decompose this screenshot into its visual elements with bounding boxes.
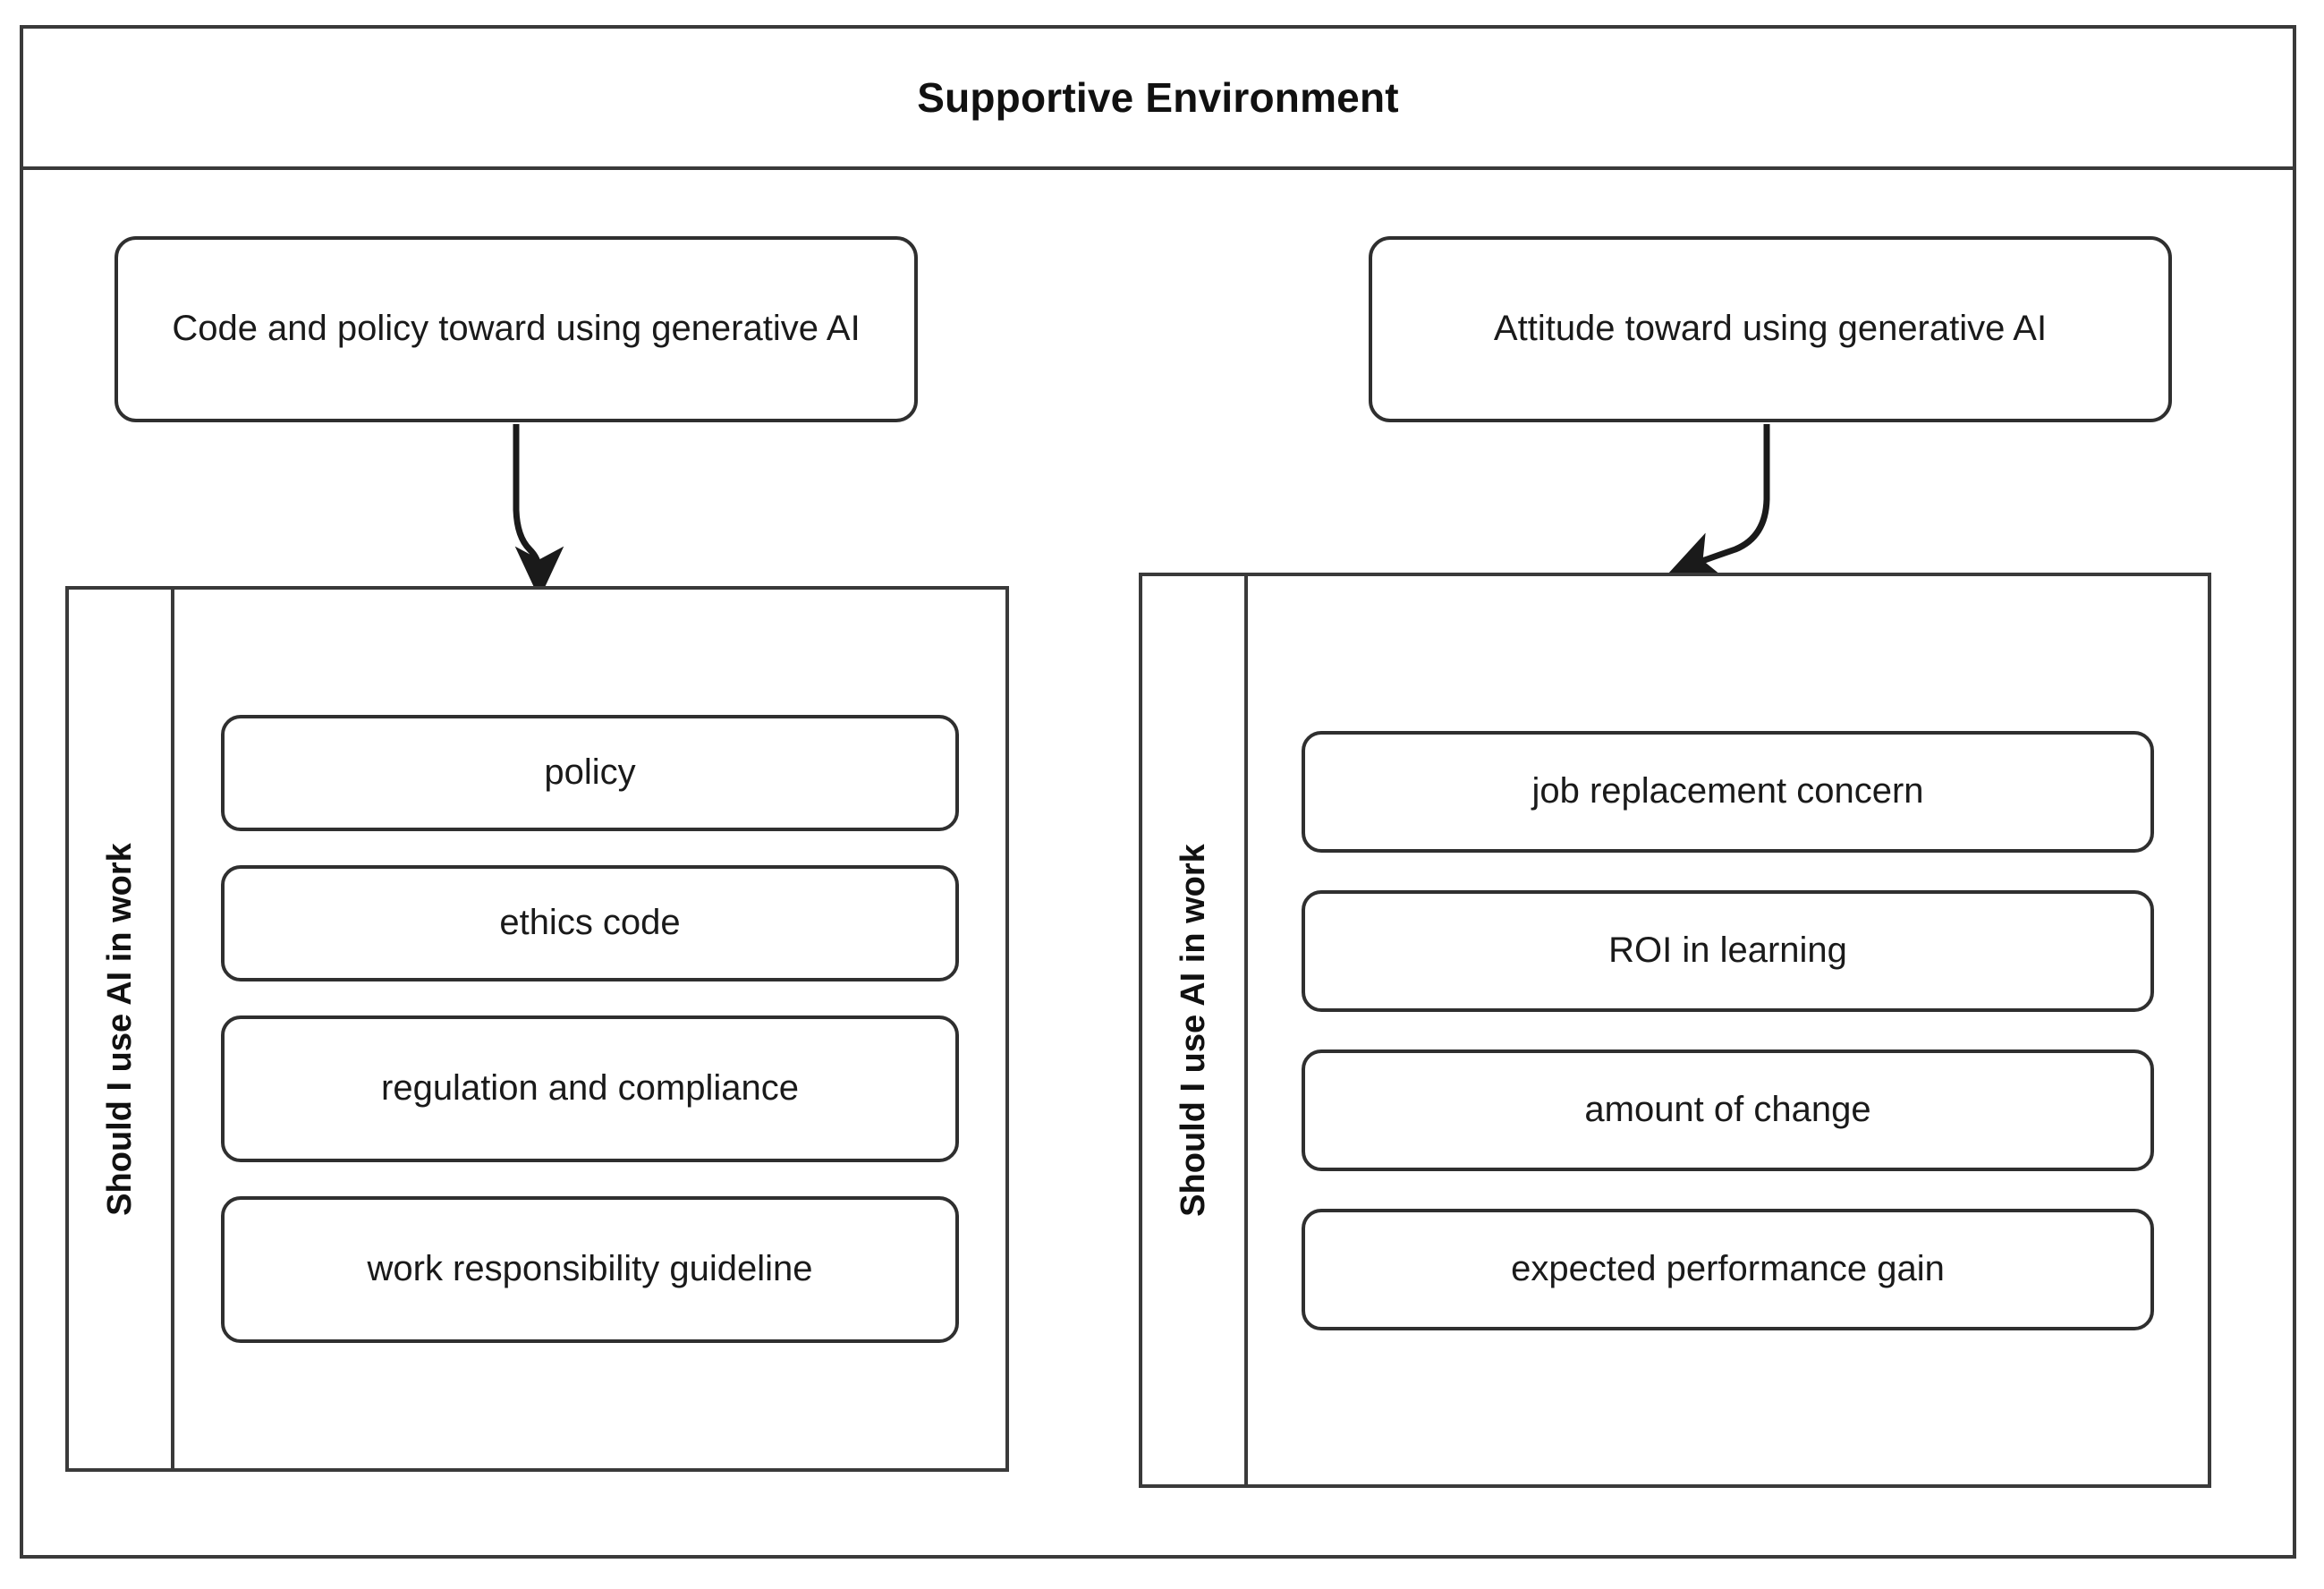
item-box-expected-performance-gain[interactable]: expected performance gain <box>1302 1208 2154 1330</box>
panel-items-right: job replacement concern ROI in learning … <box>1248 576 2208 1484</box>
item-box-roi-in-learning[interactable]: ROI in learning <box>1302 889 2154 1012</box>
concept-box-code-and-policy[interactable]: Code and policy toward using generative … <box>115 236 918 422</box>
group-panel-attitude: Should I use AI in work job replacement … <box>1139 573 2211 1488</box>
item-box-regulation-and-compliance[interactable]: regulation and compliance <box>221 1015 959 1162</box>
concept-box-attitude[interactable]: Attitude toward using generative AI <box>1369 236 2172 422</box>
panel-side-label-right: Should I use AI in work <box>1142 576 1248 1484</box>
vertical-label-should-i-use-ai-in-work-left: Should I use AI in work <box>100 842 139 1216</box>
vertical-label-should-i-use-ai-in-work-right: Should I use AI in work <box>1174 844 1212 1217</box>
panel-items-left: policy ethics code regulation and compli… <box>174 590 1005 1468</box>
item-box-job-replacement-concern[interactable]: job replacement concern <box>1302 730 2154 853</box>
item-box-work-responsibility-guideline[interactable]: work responsibility guideline <box>221 1196 959 1343</box>
item-box-ethics-code[interactable]: ethics code <box>221 865 959 981</box>
panel-side-label-left: Should I use AI in work <box>69 590 174 1468</box>
item-box-amount-of-change[interactable]: amount of change <box>1302 1049 2154 1171</box>
diagram-title: Supportive Environment <box>917 74 1399 121</box>
item-box-policy[interactable]: policy <box>221 715 959 831</box>
group-panel-code-and-policy: Should I use AI in work policy ethics co… <box>65 586 1009 1472</box>
header-band: Supportive Environment <box>23 29 2293 170</box>
